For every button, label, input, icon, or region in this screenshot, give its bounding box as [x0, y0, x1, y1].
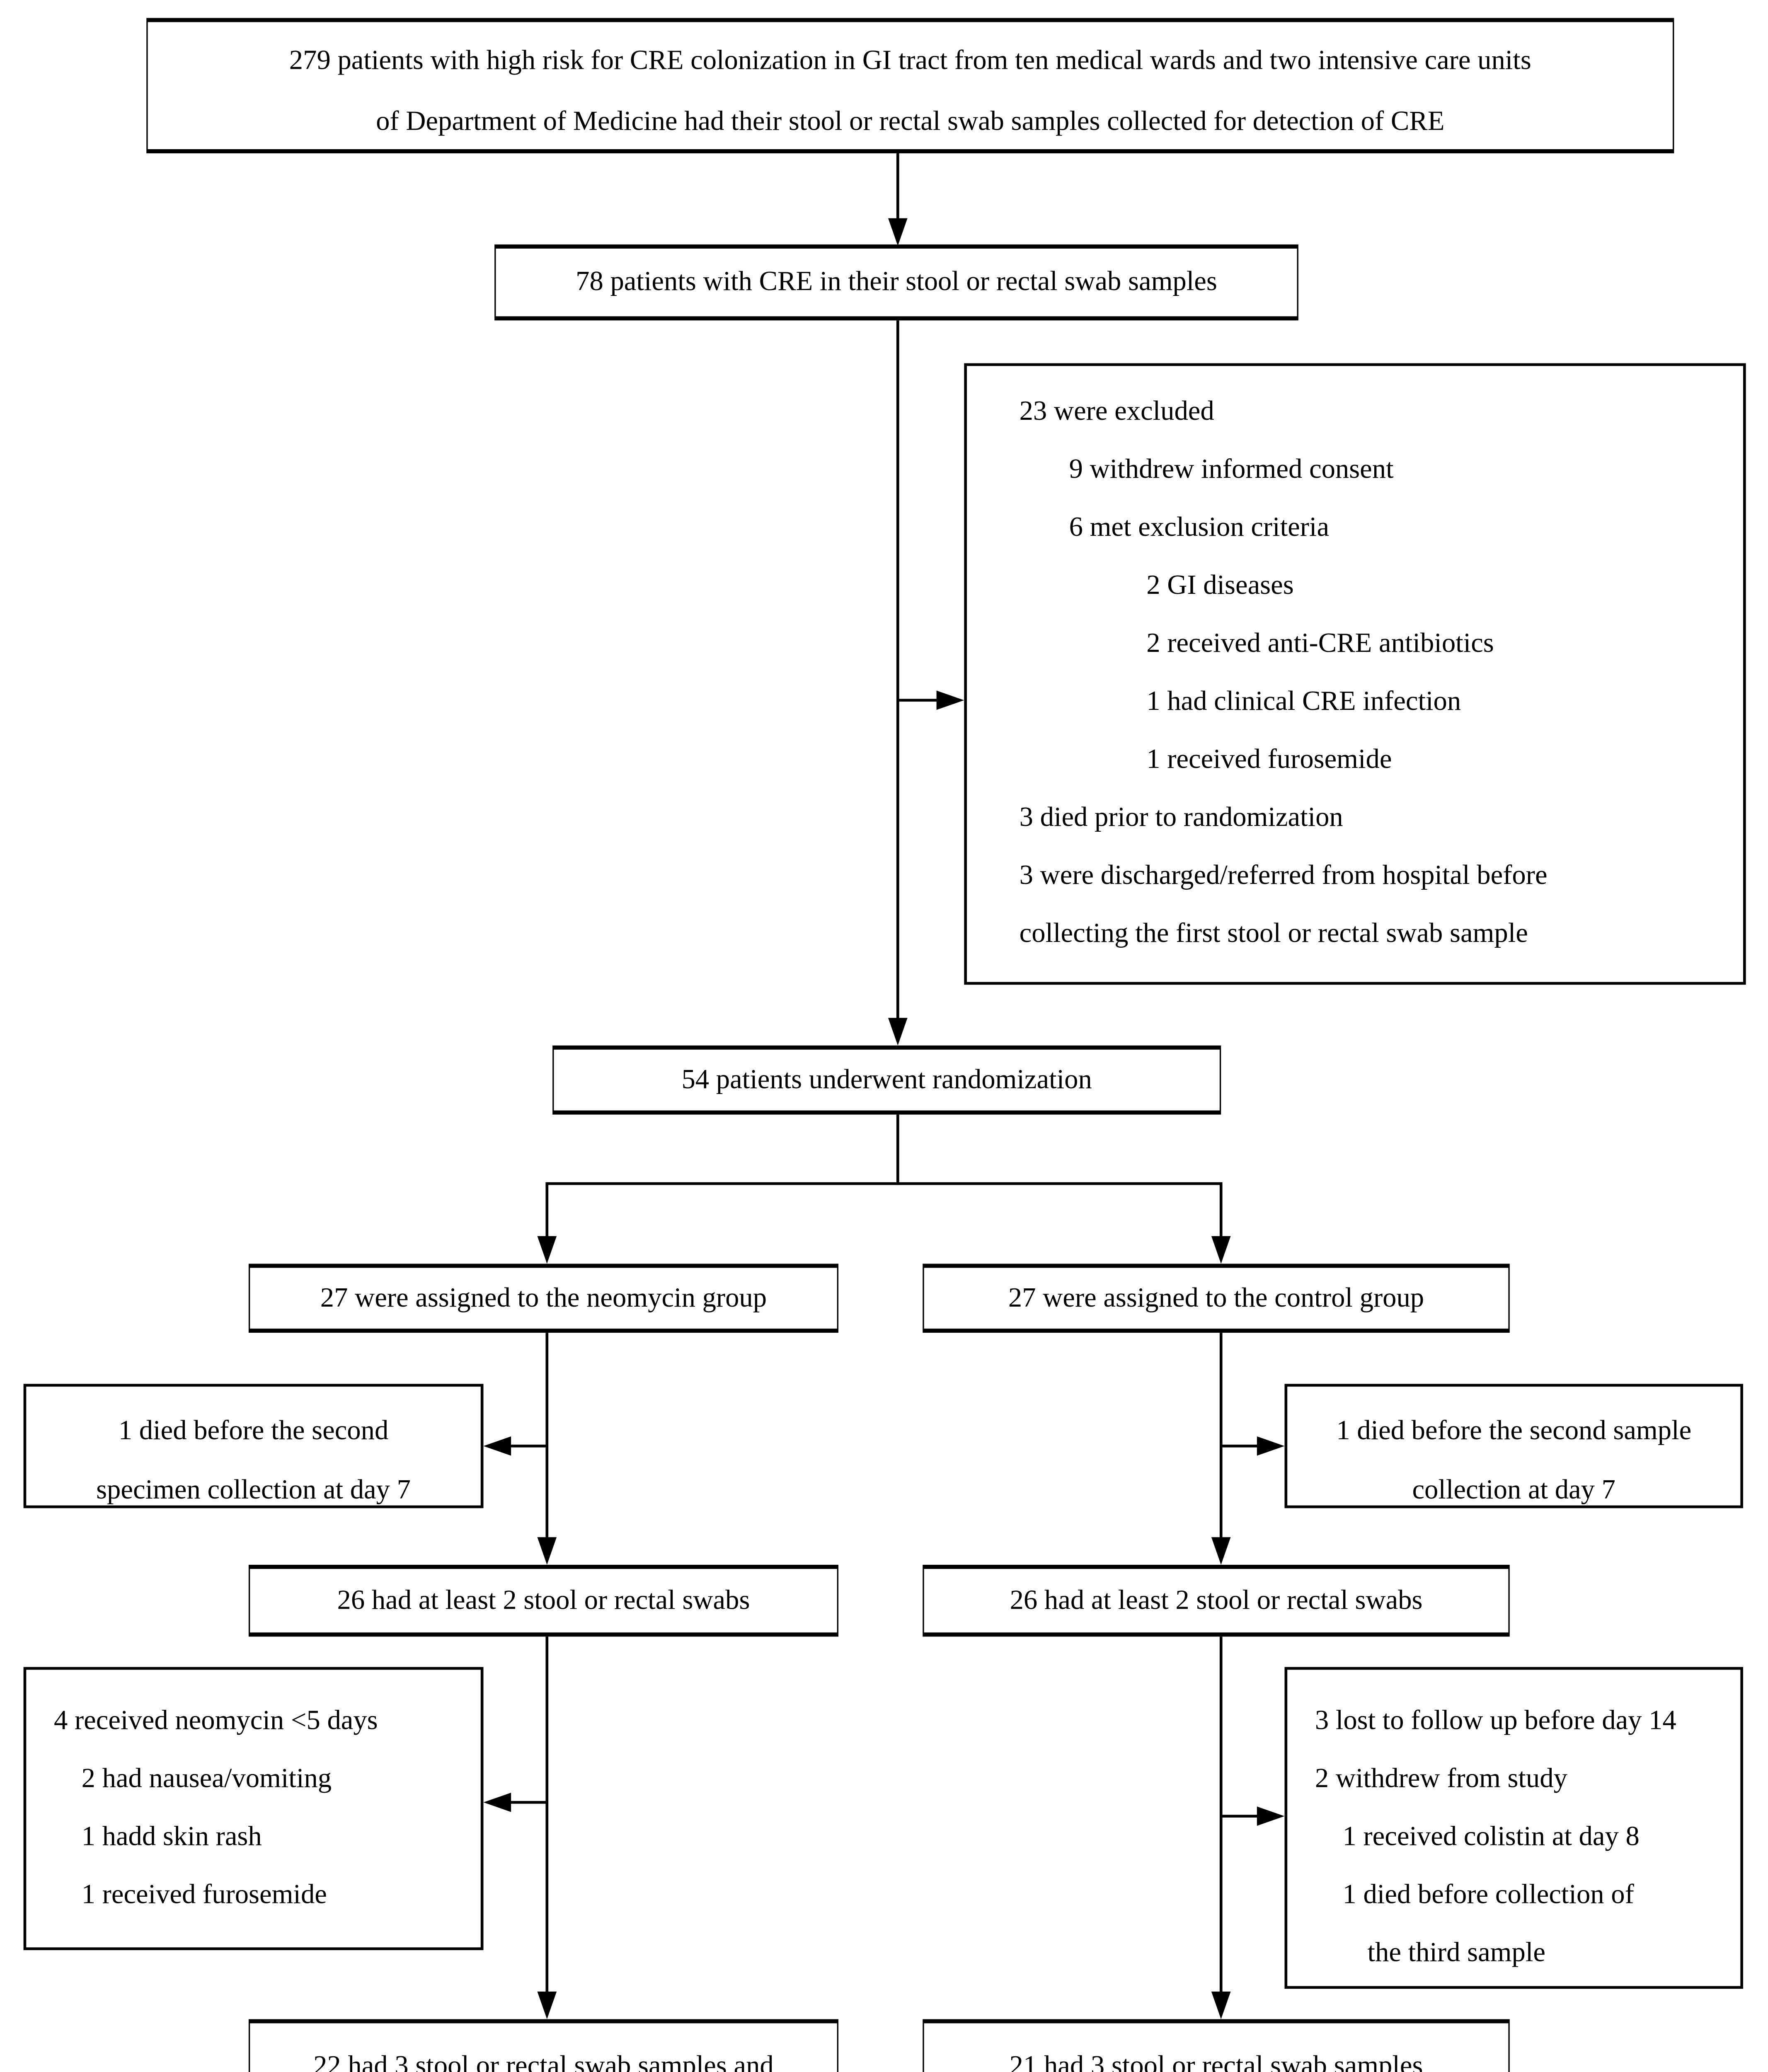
neomycin-excluded-line: 2 had nausea/vomiting	[81, 1763, 332, 1794]
connector-split-to-control	[1219, 1182, 1223, 1239]
control-swabs-text: 26 had at least 2 stool or rectal swabs	[1010, 1585, 1423, 1615]
neomycin-died-box: 1 died before the second specimen collec…	[23, 1384, 484, 1508]
connector-branch-control-died	[1221, 1445, 1260, 1447]
excluded-line: 9 withdrew informed consent	[1069, 454, 1394, 485]
control-excluded-line: 1 received colistin at day 8	[1342, 1821, 1640, 1852]
arrowhead-into-neomycin-died	[483, 1436, 511, 1456]
neomycin-assigned-text: 27 were assigned to the neomycin group	[320, 1282, 767, 1313]
neomycin-excluded-line: 1 hadd skin rash	[81, 1821, 262, 1852]
neomycin-excluded-line: 1 received furosemide	[81, 1879, 327, 1910]
connector-branch-control-excluded	[1221, 1815, 1260, 1818]
excluded-line: 2 GI diseases	[1146, 570, 1294, 601]
connector-split-to-neomycin	[545, 1182, 549, 1239]
neomycin-final-line1: 22 had 3 stool or rectal swab samples an…	[313, 2051, 774, 2072]
connector-randomization-to-split	[896, 1114, 899, 1185]
control-excluded-line: 3 lost to follow up before day 14	[1315, 1706, 1676, 1736]
excluded-line: 6 met exclusion criteria	[1069, 512, 1330, 543]
arrowhead-into-screened	[888, 218, 908, 246]
control-died-line1: 1 died before the second sample	[1336, 1416, 1692, 1446]
neomycin-swabs-box: 26 had at least 2 stool or rectal swabs	[248, 1565, 839, 1637]
control-excluded-line: 2 withdrew from study	[1315, 1763, 1567, 1794]
arrowhead-into-neomycin-group	[537, 1236, 557, 1264]
control-excluded-line: 1 died before collection of	[1342, 1879, 1634, 1910]
neomycin-final-box: 22 had 3 stool or rectal swab samples an…	[248, 2019, 839, 2072]
control-excluded-line: the third sample	[1367, 1937, 1545, 1968]
excluded-line: 1 had clinical CRE infection	[1146, 686, 1461, 717]
control-died-box: 1 died before the second sample collecti…	[1284, 1384, 1743, 1508]
arrowhead-into-control-final	[1211, 1991, 1231, 2019]
connector-neomycin-swabs-to-final	[545, 1636, 549, 1995]
randomization-text: 54 patients underwent randomization	[681, 1064, 1092, 1095]
connector-screened-to-randomization	[896, 320, 899, 1021]
connector-neomycin-to-swabs	[545, 1333, 549, 1540]
arrowhead-into-control-swabs	[1211, 1537, 1231, 1565]
excluded-line: 3 died prior to randomization	[1019, 802, 1343, 833]
arrowhead-into-control-excluded	[1257, 1806, 1285, 1826]
excluded-line: collecting the first stool or rectal swa…	[1019, 918, 1528, 949]
arrowhead-into-neomycin-final	[537, 1991, 557, 2019]
connector-branch-neomycin-excluded	[508, 1801, 547, 1804]
control-died-line2: collection at day 7	[1412, 1475, 1615, 1506]
control-final-text: 21 had 3 stool or rectal swab samples	[1009, 2051, 1423, 2072]
neomycin-died-line1: 1 died before the second	[118, 1416, 389, 1446]
connector-branch-neomycin-died	[508, 1445, 547, 1447]
neomycin-swabs-text: 26 had at least 2 stool or rectal swabs	[337, 1585, 750, 1615]
screening-population-box: 279 patients with high risk for CRE colo…	[146, 18, 1674, 153]
connector-branch-excluded	[898, 699, 940, 702]
arrowhead-into-neomycin-swabs	[537, 1537, 557, 1565]
arrowhead-into-neomycin-excluded	[483, 1792, 511, 1812]
excluded-line: 23 were excluded	[1019, 396, 1214, 427]
control-excluded-box: 3 lost to follow up before day 14 2 with…	[1284, 1667, 1743, 1989]
connector-split-horizontal	[545, 1182, 1223, 1185]
control-final-box: 21 had 3 stool or rectal swab samples	[923, 2019, 1510, 2072]
arrowhead-into-control-died	[1257, 1436, 1285, 1456]
excluded-box: 23 were excluded 9 withdrew informed con…	[964, 363, 1746, 985]
arrowhead-into-randomization	[888, 1018, 908, 1046]
control-assigned-text: 27 were assigned to the control group	[1008, 1282, 1424, 1313]
excluded-line: 3 were discharged/referred from hospital…	[1019, 860, 1548, 891]
screening-population-line1: 279 patients with high risk for CRE colo…	[289, 45, 1531, 76]
neomycin-died-line2: specimen collection at day 7	[96, 1475, 411, 1506]
arrowhead-into-control-group	[1211, 1236, 1231, 1264]
randomization-box: 54 patients underwent randomization	[552, 1045, 1221, 1115]
screening-population-line2: of Department of Medicine had their stoo…	[376, 106, 1445, 137]
cre-positive-box: 78 patients with CRE in their stool or r…	[494, 244, 1298, 321]
neomycin-excluded-line: 4 received neomycin <5 days	[53, 1706, 378, 1736]
cre-positive-text: 78 patients with CRE in their stool or r…	[576, 266, 1217, 297]
excluded-line: 2 received anti-CRE antibiotics	[1146, 628, 1494, 659]
neomycin-excluded-box: 4 received neomycin <5 days 2 had nausea…	[23, 1667, 484, 1950]
excluded-line: 1 received furosemide	[1146, 744, 1392, 775]
arrowhead-into-excluded	[936, 690, 964, 710]
control-assigned-box: 27 were assigned to the control group	[923, 1264, 1510, 1333]
connector-top-to-screened	[896, 152, 899, 221]
neomycin-assigned-box: 27 were assigned to the neomycin group	[248, 1264, 839, 1333]
control-swabs-box: 26 had at least 2 stool or rectal swabs	[923, 1565, 1510, 1637]
connector-control-to-swabs	[1219, 1333, 1223, 1540]
